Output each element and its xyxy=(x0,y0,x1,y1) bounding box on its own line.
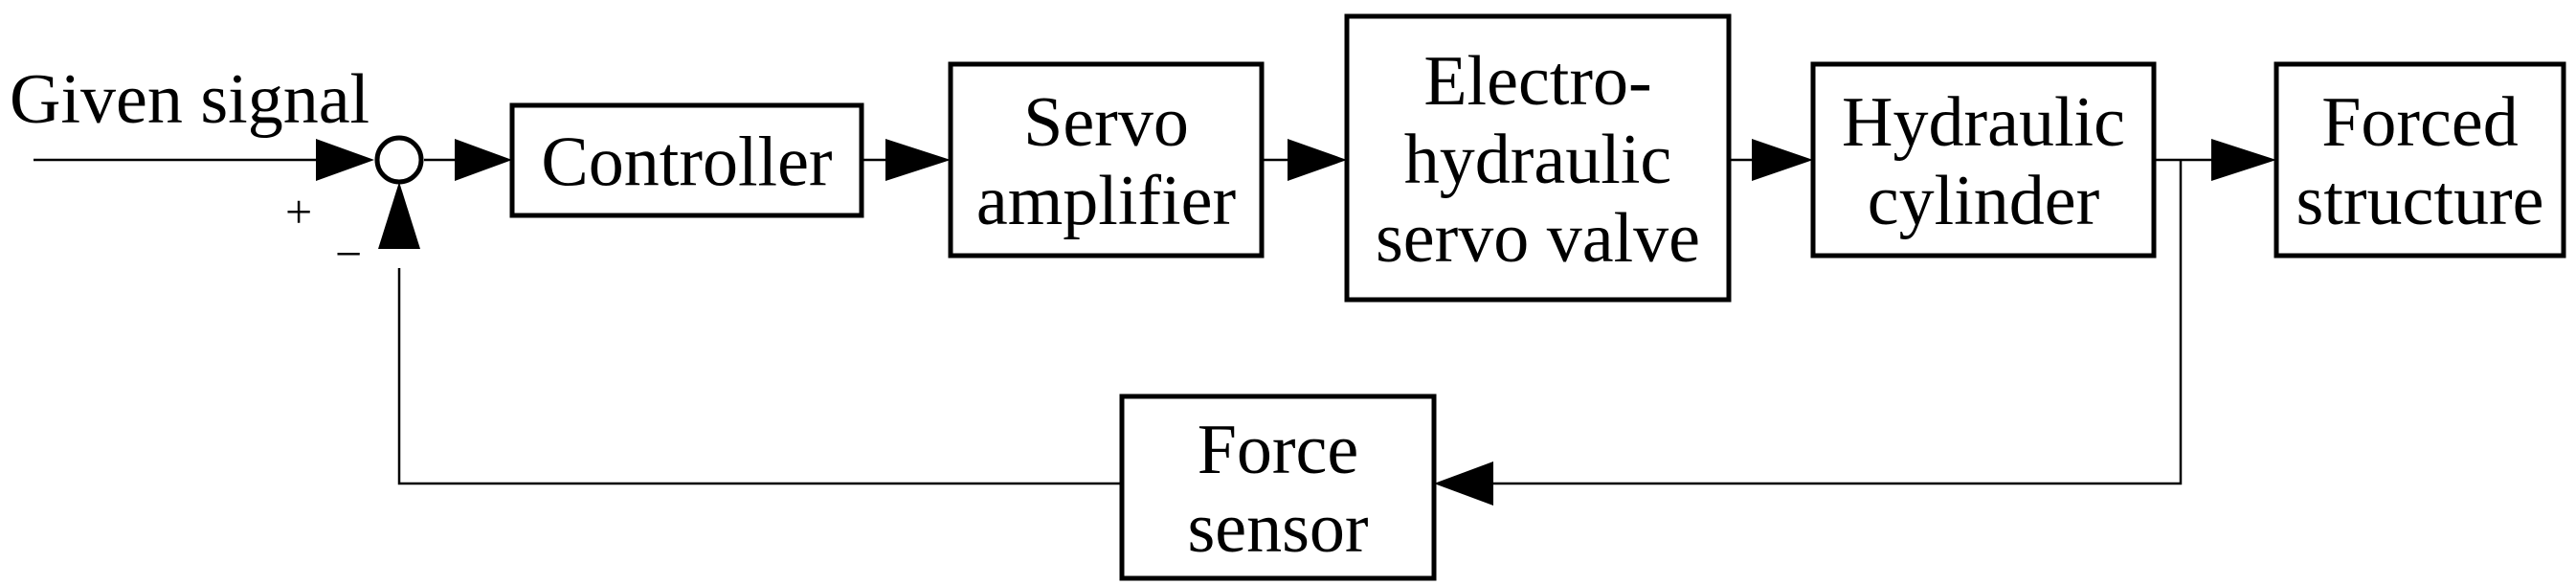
controller-label-line: Controller xyxy=(541,124,832,202)
arrow-into-valve xyxy=(1288,139,1347,181)
hydraulic-cylinder-label-line: Hydraulic xyxy=(1842,83,2125,162)
servo-valve-label-line: Electro- xyxy=(1423,42,1651,121)
summing-junction xyxy=(374,135,424,185)
servo-amplifier-label-line: Servo xyxy=(1023,83,1189,162)
given-signal-label: Given signal xyxy=(10,60,370,139)
forced-structure-label-line: Forced xyxy=(2321,83,2519,162)
servo-valve-label-line: servo valve xyxy=(1376,199,1700,278)
arrow-into-cylinder xyxy=(1752,139,1813,181)
arrow-into-junction-feedback xyxy=(378,182,420,249)
feedback-line-left xyxy=(397,268,1122,485)
arrow-into-controller xyxy=(455,139,512,181)
arrow-into-amplifier xyxy=(885,139,951,181)
forced-structure-label-line: structure xyxy=(2296,162,2544,240)
plus-sign: + xyxy=(285,185,312,238)
force-sensor-label-line: sensor xyxy=(1187,489,1368,568)
minus-sign: − xyxy=(335,227,362,281)
arrow-into-junction xyxy=(316,139,374,181)
feedback-line-right xyxy=(1493,160,2183,485)
arrow-into-structure xyxy=(2211,139,2276,181)
hydraulic-cylinder-label-line: cylinder xyxy=(1868,162,2099,240)
controller-block: Controller xyxy=(509,102,864,218)
force-sensor-label-line: Force xyxy=(1198,411,1359,489)
servo-valve-label-line: hydraulic xyxy=(1404,121,1671,199)
arrow-into-force-sensor xyxy=(1434,461,1493,506)
servo-amplifier-label-line: amplifier xyxy=(976,162,1236,240)
